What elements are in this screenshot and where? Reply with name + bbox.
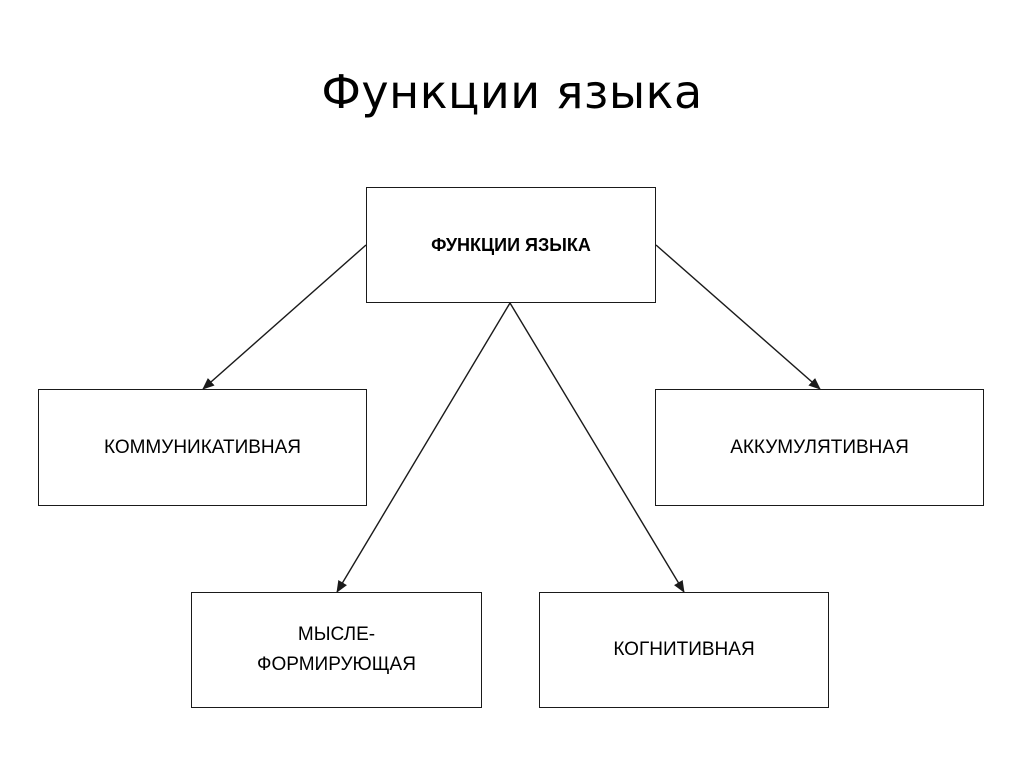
node-accumulative-label: АККУМУЛЯТИВНАЯ [730,436,909,458]
node-cognitive: КОГНИТИВНАЯ [539,592,829,708]
node-thought-forming-label: МЫСЛЕ- ФОРМИРУЮЩАЯ [257,624,416,675]
root-node: ФУНКЦИИ ЯЗЫКА [366,187,656,303]
root-node-label: ФУНКЦИИ ЯЗЫКА [431,235,591,255]
node-thought-forming: МЫСЛЕ- ФОРМИРУЮЩАЯ [191,592,482,708]
arrow-root-to-cognitive [509,302,685,593]
node-communicative: КОММУНИКАТИВНАЯ [38,389,367,506]
arrow-root-to-thought-forming [336,302,511,593]
arrow-root-to-accumulative [655,244,821,390]
node-cognitive-label: КОГНИТИВНАЯ [613,639,755,660]
arrow-root-to-communicative [202,244,367,390]
node-communicative-label: КОММУНИКАТИВНАЯ [103,436,302,458]
slide-title: Функции языка [321,65,703,119]
node-accumulative: АККУМУЛЯТИВНАЯ [655,389,984,506]
